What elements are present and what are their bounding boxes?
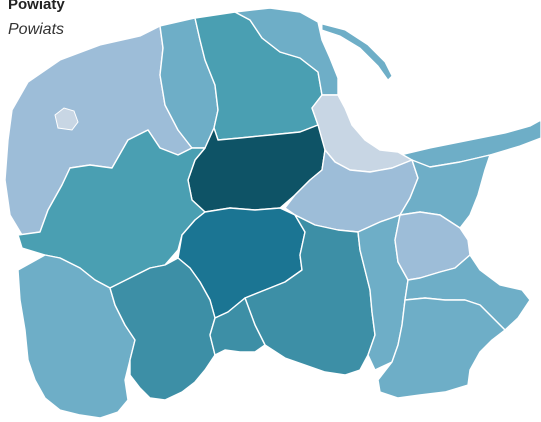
region-chojnice[interactable] (109, 257, 216, 401)
region-czluchow[interactable] (17, 254, 136, 419)
region-kwidzyn[interactable] (377, 297, 506, 399)
map-title: Powiaty (8, 0, 65, 13)
region-nowy-dwor[interactable] (399, 154, 491, 229)
region-lake-enclave (54, 107, 79, 131)
region-south-central[interactable] (209, 297, 266, 356)
map-subtitle: Powiats (8, 21, 65, 38)
hel-peninsula (321, 23, 393, 81)
